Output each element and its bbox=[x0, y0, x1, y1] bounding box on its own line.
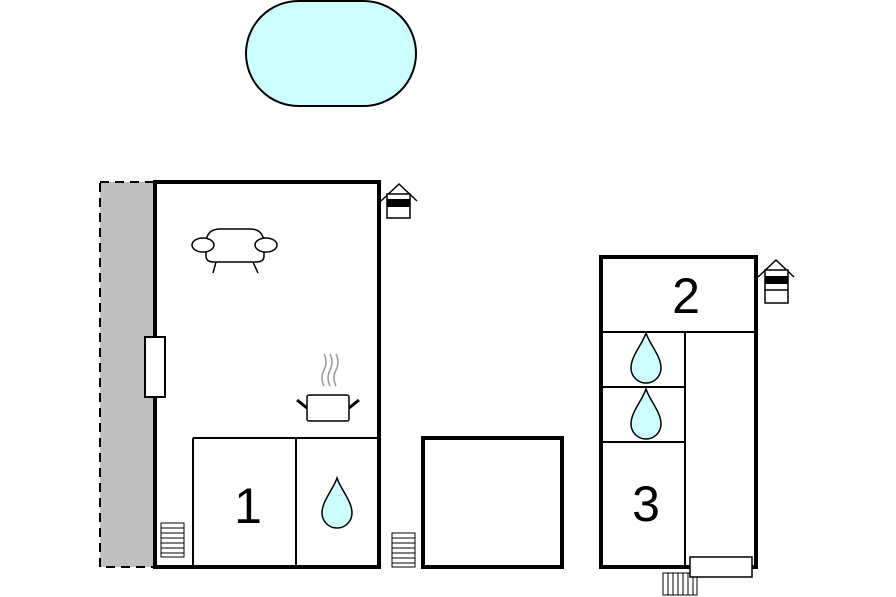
radiator-icon bbox=[391, 532, 416, 568]
water-drop-icon bbox=[321, 475, 353, 529]
radiator-icon bbox=[160, 522, 185, 558]
house-entrance-icon bbox=[757, 258, 795, 304]
room-1-label: 1 bbox=[234, 478, 262, 534]
water-drop-icon bbox=[630, 386, 662, 440]
middle-building bbox=[421, 436, 564, 569]
pool-icon bbox=[245, 0, 417, 107]
window-icon bbox=[689, 556, 753, 578]
water-drop-icon bbox=[630, 330, 662, 384]
sofa-icon bbox=[191, 228, 278, 274]
right-building bbox=[599, 255, 758, 569]
house-entrance-icon bbox=[380, 182, 418, 219]
room-2-label: 2 bbox=[672, 268, 700, 324]
door-left bbox=[144, 336, 166, 398]
room-3-label: 3 bbox=[632, 476, 660, 532]
cooking-pot-icon bbox=[296, 353, 360, 422]
radiator-icon bbox=[662, 572, 698, 596]
